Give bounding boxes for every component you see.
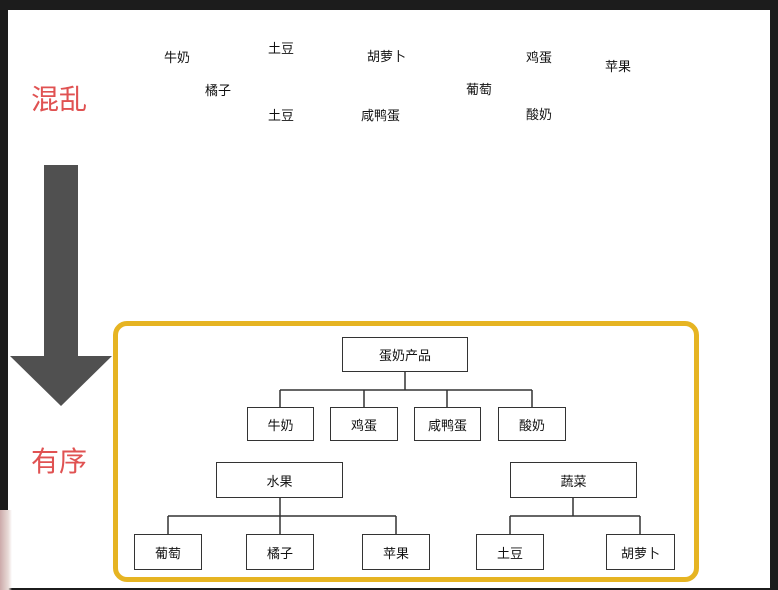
presenter-edge xyxy=(0,510,12,590)
scattered-word-grape: 葡萄 xyxy=(466,83,493,98)
tree-node-vegetable: 蔬菜 xyxy=(510,462,637,498)
tree-node-root: 蛋奶产品 xyxy=(342,337,468,372)
tree-node-carrot: 胡萝卜 xyxy=(606,534,675,570)
tree-node-milk: 牛奶 xyxy=(247,407,314,441)
tree-node-yogurt: 酸奶 xyxy=(498,407,566,441)
scattered-word-milk: 牛奶 xyxy=(164,51,191,66)
tree-node-grape: 葡萄 xyxy=(134,534,202,570)
chaos-heading: 混乱 xyxy=(31,83,88,116)
tree-node-orange: 橘子 xyxy=(246,534,314,570)
tree-node-egg: 鸡蛋 xyxy=(330,407,398,441)
scattered-word-apple: 苹果 xyxy=(605,60,632,75)
scattered-word-egg: 鸡蛋 xyxy=(526,51,553,66)
tree-node-fruit: 水果 xyxy=(216,462,343,498)
scattered-word-potato-2: 土豆 xyxy=(268,109,295,124)
scattered-word-yogurt: 酸奶 xyxy=(526,108,553,123)
tree-node-potato: 土豆 xyxy=(476,534,544,570)
scattered-word-salted-egg: 咸鸭蛋 xyxy=(361,109,401,124)
scattered-word-carrot: 胡萝卜 xyxy=(367,50,407,65)
tree-node-apple: 苹果 xyxy=(362,534,430,570)
scattered-word-orange: 橘子 xyxy=(205,84,232,99)
scattered-word-potato: 土豆 xyxy=(268,42,295,57)
tree-node-salted-egg: 咸鸭蛋 xyxy=(414,407,481,441)
order-heading: 有序 xyxy=(31,445,88,478)
